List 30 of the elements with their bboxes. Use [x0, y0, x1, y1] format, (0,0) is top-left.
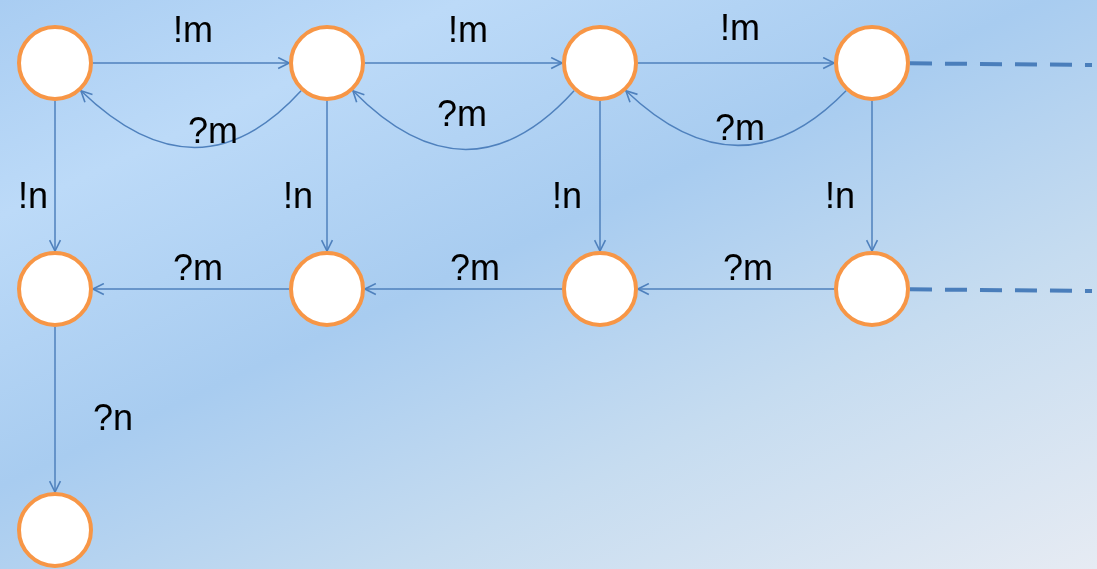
- edge-label: ?m: [437, 96, 487, 132]
- arrow: [80, 90, 302, 149]
- edge-label: !n: [283, 178, 313, 214]
- arrow: [320, 100, 334, 252]
- edge-label: !m: [173, 12, 213, 48]
- arrow: [364, 56, 563, 70]
- edge-label: ?m: [723, 250, 773, 286]
- edge-label: !m: [720, 10, 760, 46]
- arrow: [637, 56, 835, 70]
- arrow: [637, 282, 835, 296]
- dashed-line: [910, 61, 1093, 67]
- dashed-line: [910, 287, 1093, 293]
- arrow: [352, 90, 575, 151]
- edge-label: !m: [448, 12, 488, 48]
- arrow: [48, 326, 62, 493]
- edge-label: ?m: [715, 110, 765, 146]
- arrow: [92, 56, 290, 70]
- edge-label: !n: [552, 178, 582, 214]
- edge-label: !n: [825, 178, 855, 214]
- edge-label: ?m: [188, 113, 238, 149]
- arrow: [48, 100, 62, 252]
- arrow: [625, 90, 847, 147]
- edge-label: !n: [18, 178, 48, 214]
- edge-label: ?m: [450, 250, 500, 286]
- arrow: [364, 282, 563, 296]
- arrow: [593, 100, 607, 252]
- edge-label: ?n: [93, 400, 133, 436]
- edge-label: ?m: [173, 250, 223, 286]
- arrow: [865, 100, 879, 252]
- arrow: [92, 282, 290, 296]
